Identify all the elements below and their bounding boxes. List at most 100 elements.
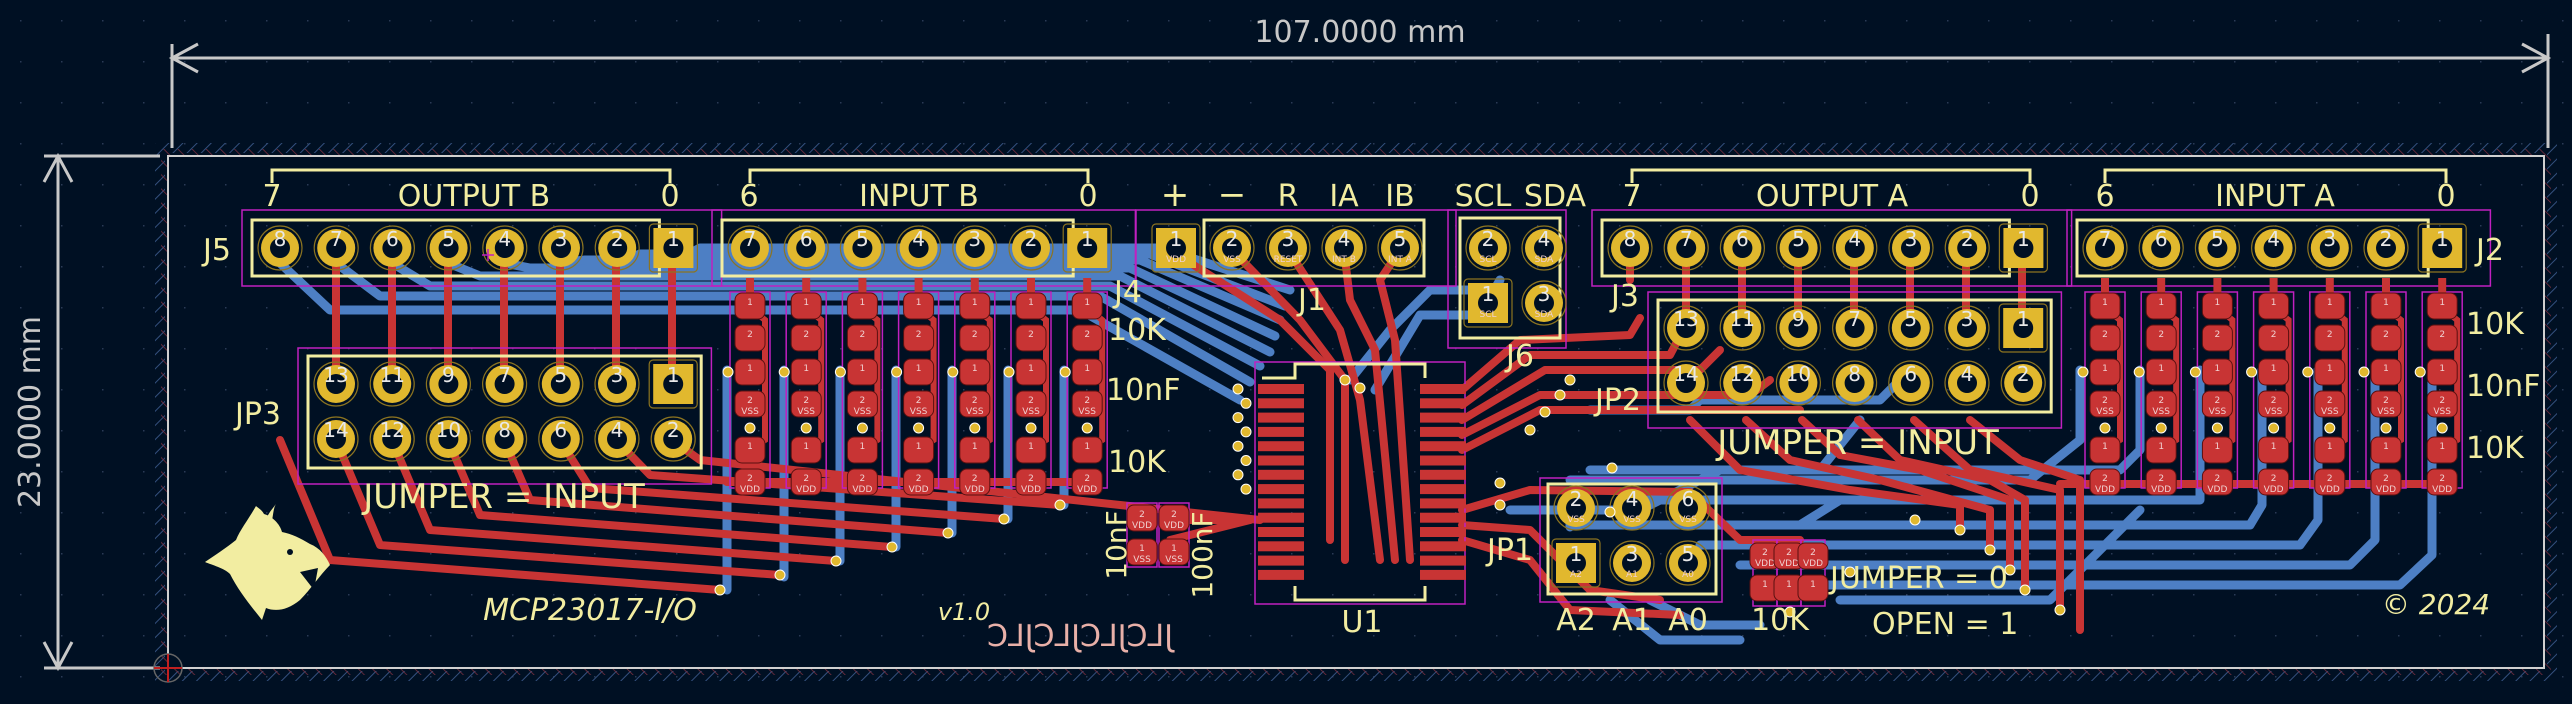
smd-pad[interactable]: 2 <box>734 324 766 352</box>
input-a-rc-network[interactable]: 1212VSS12VDD1212VSS12VDD1212VSS12VDD1212… <box>2077 278 2463 496</box>
round-pad[interactable]: 8 <box>1831 360 1878 406</box>
smd-pad[interactable]: 1 <box>2201 292 2233 320</box>
smd-pad[interactable]: 1 <box>2426 436 2458 464</box>
round-pad[interactable]: 10 <box>1775 360 1822 406</box>
round-pad[interactable]: 6 <box>1888 360 1934 406</box>
round-pad[interactable]: 8 <box>1607 225 1653 271</box>
round-pad[interactable]: 5 <box>426 225 472 271</box>
smd-pad[interactable]: 1 <box>903 292 935 320</box>
smd-pad[interactable]: 1 <box>790 436 822 464</box>
smd-pad[interactable]: 1 <box>2370 436 2402 464</box>
smd-pad[interactable]: 1 <box>2145 358 2177 386</box>
smd-pad[interactable]: 2 <box>846 324 878 352</box>
round-pad[interactable]: 6 <box>783 225 829 271</box>
smd-pad[interactable]: 1 <box>1071 292 1103 320</box>
smd-pad[interactable]: 1 <box>790 358 822 386</box>
round-pad[interactable]: 2 <box>1008 225 1054 271</box>
smd-pad[interactable]: 2 <box>2089 324 2121 352</box>
u1-pin-left[interactable] <box>1258 569 1304 580</box>
smd-pad[interactable]: 1 <box>2258 292 2290 320</box>
smd-pad[interactable]: 2 <box>790 324 822 352</box>
round-pad[interactable]: 4 <box>895 225 942 271</box>
smd-pad[interactable]: 1 <box>734 358 766 386</box>
smd-pad[interactable]: 1 <box>2089 358 2121 386</box>
smd-pad[interactable]: 1 <box>2201 358 2233 386</box>
smd-pad[interactable]: 1 <box>2089 436 2121 464</box>
u1-pin-left[interactable] <box>1258 455 1304 466</box>
smd-pad[interactable]: 1 <box>2370 292 2402 320</box>
round-pad[interactable]: 8 <box>482 416 528 462</box>
u1-pin-left[interactable] <box>1258 412 1304 423</box>
round-pad[interactable]: 3 <box>1944 305 1990 351</box>
smd-pad[interactable]: 1 <box>2201 436 2233 464</box>
round-pad[interactable]: 2 <box>594 225 640 271</box>
smd-pad[interactable]: 1 <box>959 292 991 320</box>
smd-pad[interactable]: 1 <box>1071 436 1103 464</box>
round-pad[interactable]: 2 <box>2363 225 2409 271</box>
smd-pad[interactable]: 1 <box>1015 436 1047 464</box>
round-pad[interactable]: 3 <box>538 225 584 271</box>
u1-pin-left[interactable] <box>1258 384 1304 394</box>
smd-pad[interactable]: 1 <box>846 292 878 320</box>
round-pad[interactable]: 8 <box>257 225 303 271</box>
round-pad[interactable]: 3 <box>1888 225 1934 271</box>
round-pad[interactable]: 7 <box>1663 225 1709 271</box>
smd-pad[interactable]: 1 <box>846 436 878 464</box>
u1-pin-right[interactable] <box>1420 469 1466 480</box>
smd-pad[interactable]: 1 <box>2314 436 2346 464</box>
round-pad[interactable]: 12 <box>369 416 415 462</box>
u1-pin-right[interactable] <box>1420 384 1466 394</box>
square-pad[interactable]: 1 <box>648 223 699 273</box>
u1-pin-right[interactable] <box>1420 426 1466 437</box>
u1-pin-left[interactable] <box>1258 398 1304 409</box>
smd-pad[interactable]: 1 <box>734 436 766 464</box>
smd-pad[interactable]: 2 <box>2145 324 2177 352</box>
u1-pin-right[interactable] <box>1420 484 1466 495</box>
smd-pad[interactable]: 2 <box>903 324 935 352</box>
u1-pin-left[interactable] <box>1258 441 1304 452</box>
round-pad[interactable]: 2 <box>650 416 696 462</box>
u1-pin-right[interactable] <box>1420 555 1466 566</box>
smd-pad[interactable]: 1 <box>1015 292 1047 320</box>
u1-pin-right[interactable] <box>1420 398 1466 409</box>
u1-pin-right[interactable] <box>1420 569 1466 580</box>
smd-pad[interactable]: 1 <box>2426 358 2458 386</box>
round-pad[interactable]: 5A0 <box>1665 540 1711 586</box>
smd-pad[interactable]: 1 <box>959 436 991 464</box>
round-pad[interactable]: 11 <box>369 361 415 407</box>
round-pad[interactable]: 7 <box>1831 305 1878 351</box>
round-pad[interactable]: 7 <box>313 225 359 271</box>
round-pad[interactable]: 3 <box>594 361 640 407</box>
round-pad[interactable]: 4 <box>482 225 528 271</box>
square-pad[interactable]: 1 <box>2417 223 2467 273</box>
